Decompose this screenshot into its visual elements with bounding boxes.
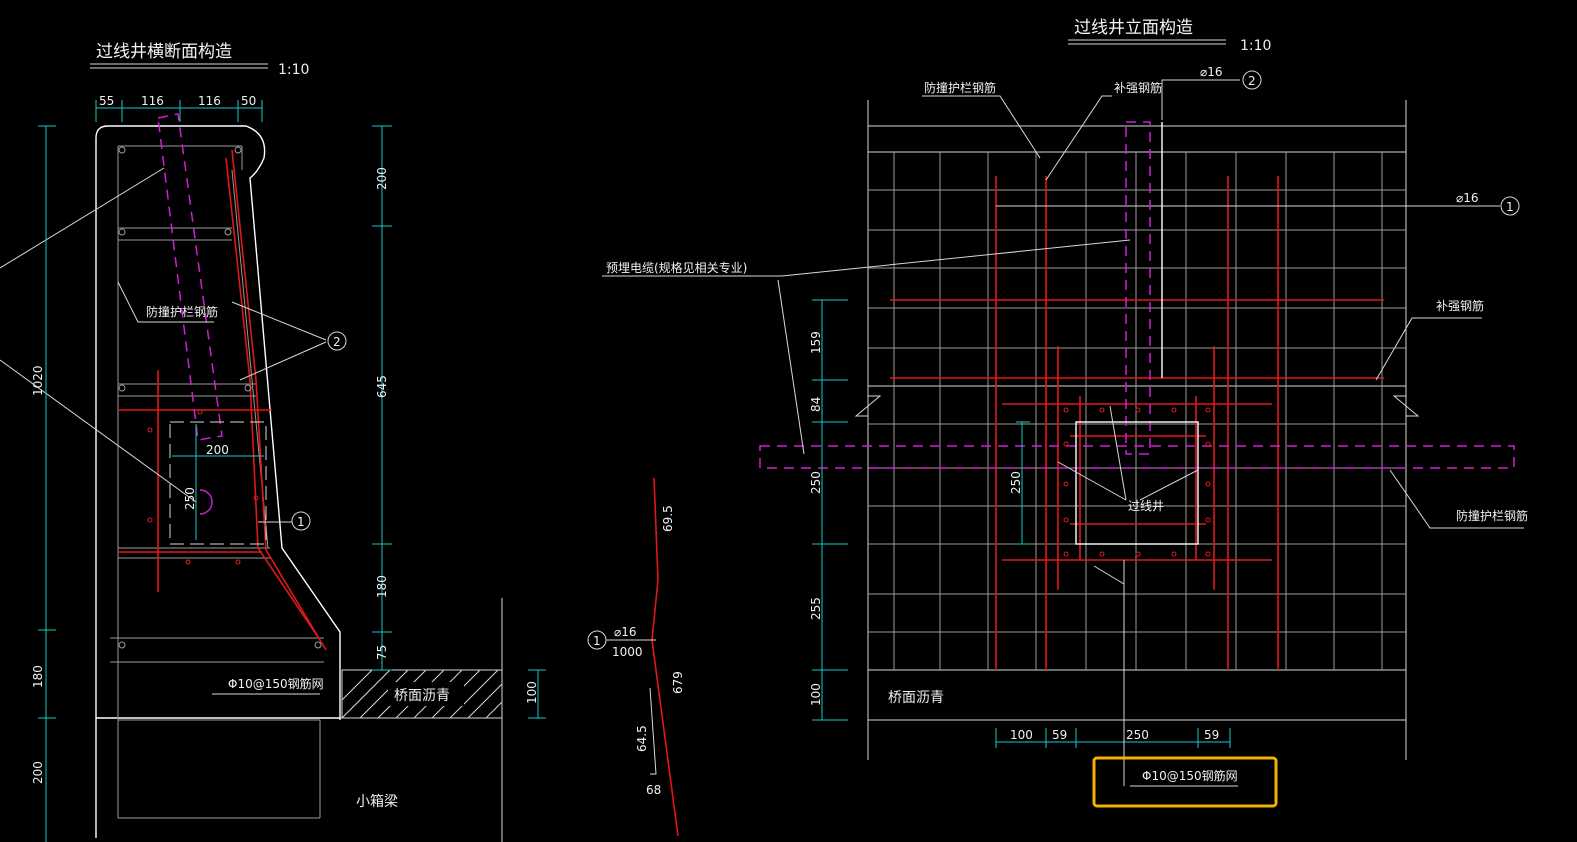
left-dim-180: 180	[31, 665, 45, 688]
well-label: 过线井	[1128, 499, 1164, 513]
left-callout-2: 2	[333, 335, 341, 349]
highlight-box[interactable]	[1092, 756, 1278, 808]
rdim-250: 250	[809, 471, 823, 494]
right-bottom-dims: 100 59 250 59	[995, 728, 1231, 748]
rebar-dots-left	[147, 409, 259, 565]
bdim-100: 100	[1010, 728, 1033, 742]
mid-callout-1: 1	[593, 634, 601, 648]
bar-1-detail: 69.5 679 64.5 68 1 ⌀16 1000	[587, 477, 685, 837]
rdim-100: 100	[809, 683, 823, 706]
left-scale: 1:10	[278, 62, 309, 78]
bdim-59a: 59	[1052, 728, 1067, 742]
right-callout-1: 1	[1506, 200, 1514, 214]
asphalt-dim: 100	[525, 681, 539, 704]
right-dim-180: 180	[375, 575, 389, 598]
cable-conduit-left	[157, 113, 223, 441]
left-asphalt-label: 桥面沥青	[394, 688, 450, 704]
barrier-outline	[95, 125, 341, 838]
right-reinforce-right: 补强钢筋	[1436, 298, 1484, 313]
left-callout-1: 1	[297, 515, 305, 529]
right-left-dims: 159 84 250 255 100	[809, 299, 848, 721]
left-dim-200: 200	[31, 761, 45, 784]
box-width-dim: 200	[206, 443, 229, 457]
box-height-dim: 250	[183, 487, 197, 510]
len-68: 68	[646, 783, 661, 797]
right-dim-75: 75	[375, 645, 389, 660]
right-bar-1: ⌀16	[1456, 191, 1479, 205]
right-title: 过线井立面构造	[1074, 18, 1193, 38]
left-top-dimensions: 55 116 116 50	[95, 94, 263, 122]
girder-label: 小箱梁	[356, 794, 398, 810]
left-mesh-label: Φ10@150钢筋网	[228, 676, 324, 691]
top-dim-116b: 116	[198, 94, 221, 108]
right-callout-2: 2	[1248, 74, 1256, 88]
well-box-left	[169, 421, 267, 545]
right-vertical-dims: 200 645 180 75	[372, 125, 392, 671]
right-bar-2: ⌀16	[1200, 65, 1223, 79]
right-scale: 1:10	[1240, 38, 1271, 54]
mid-bar-len: 1000	[612, 645, 643, 659]
rebar-cage-left	[110, 145, 324, 819]
right-asphalt-label: 桥面沥青	[888, 690, 944, 706]
bdim-59b: 59	[1204, 728, 1219, 742]
right-guard-rebar-right: 防撞护栏钢筋	[1456, 508, 1528, 523]
left-vertical-dims: 1020 180 200	[31, 125, 56, 842]
rebar-dots-right	[1063, 407, 1211, 557]
right-dim-645: 645	[375, 375, 389, 398]
top-dim-50: 50	[241, 94, 256, 108]
top-dim-55: 55	[99, 94, 114, 108]
height-total-dim: 1020	[31, 365, 45, 396]
cable-conduit-right	[759, 121, 1515, 469]
rdim-159: 159	[809, 331, 823, 354]
rdim-84: 84	[809, 397, 823, 412]
rebar-grid-right	[868, 152, 1406, 670]
red-rebars-left	[118, 149, 327, 651]
right-elevation: 过线井立面构造 1:10	[602, 18, 1528, 808]
mid-bar-spec: ⌀16	[614, 625, 637, 639]
left-cross-section: 过线井横断面构造 1:10 55 116 116 50	[0, 42, 546, 842]
left-guard-rebar-label: 防撞护栏钢筋	[146, 304, 218, 319]
len-69-5: 69.5	[661, 505, 675, 532]
len-64-5: 64.5	[635, 725, 649, 752]
right-reinforce-top: 补强钢筋	[1114, 80, 1162, 95]
right-dim-200: 200	[375, 167, 389, 190]
cable-label: 预埋电缆(规格见相关专业)	[606, 260, 747, 275]
left-title: 过线井横断面构造	[96, 42, 232, 62]
well-box-right	[1075, 421, 1199, 545]
red-rebars-right	[890, 176, 1384, 670]
bdim-250: 250	[1126, 728, 1149, 742]
rdim-255: 255	[809, 597, 823, 620]
top-dim-116a: 116	[141, 94, 164, 108]
right-guard-rebar-top: 防撞护栏钢筋	[924, 80, 996, 95]
right-mesh-label: Φ10@150钢筋网	[1142, 768, 1238, 783]
well-height-dim: 250	[1009, 471, 1023, 494]
len-679: 679	[671, 671, 685, 694]
